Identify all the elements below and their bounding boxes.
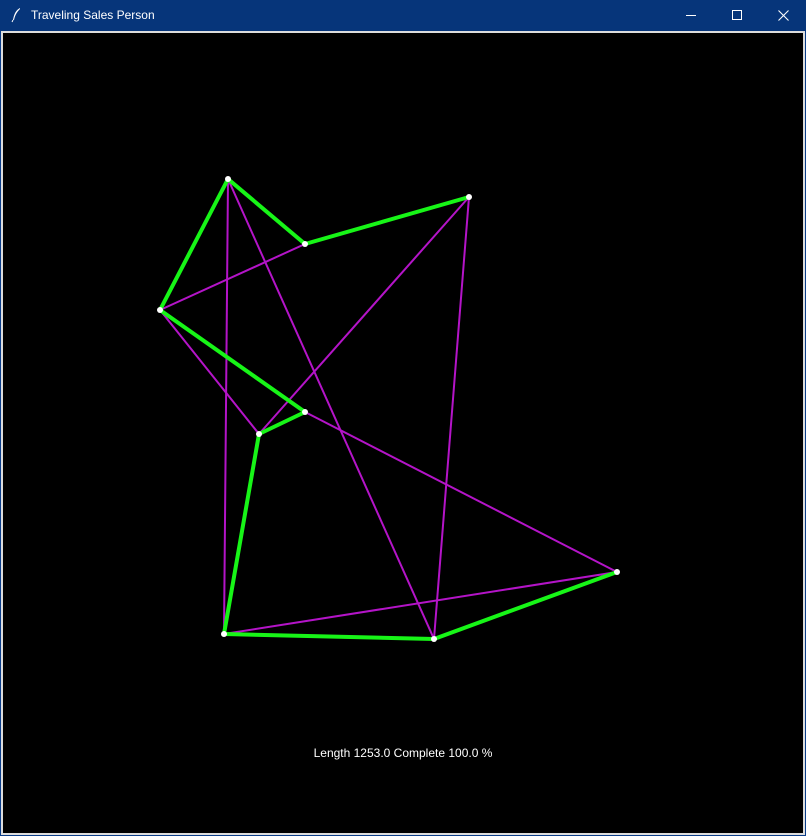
candidate-edge — [258, 196, 470, 435]
city-point — [302, 409, 308, 415]
city-point — [157, 307, 163, 313]
tour-edge — [222, 432, 261, 636]
minimize-icon — [685, 10, 697, 21]
cities — [157, 176, 620, 642]
best-tour — [158, 177, 619, 641]
city-point — [221, 631, 227, 637]
tour-edge — [158, 308, 307, 414]
close-icon — [777, 10, 789, 21]
candidate-edge — [433, 196, 470, 640]
candidate-edge — [223, 571, 618, 635]
city-point — [614, 569, 620, 575]
maximize-button[interactable] — [714, 0, 760, 31]
city-point — [431, 636, 437, 642]
title-bar[interactable]: Traveling Sales Person — [0, 0, 806, 31]
minimize-button[interactable] — [668, 0, 714, 31]
status-label: Length 1253.0 Complete 100.0 % — [313, 746, 493, 760]
feather-icon[interactable] — [10, 7, 24, 23]
city-point — [302, 241, 308, 247]
tour-edge — [222, 632, 436, 641]
candidate-edge — [223, 178, 229, 635]
tour-canvas[interactable]: Length 1253.0 Complete 100.0 % — [1, 31, 805, 835]
close-button[interactable] — [760, 0, 806, 31]
city-point — [466, 194, 472, 200]
tour-edge — [226, 177, 307, 246]
window-title: Traveling Sales Person — [31, 8, 155, 22]
candidate-edges — [159, 178, 618, 640]
candidate-edge — [159, 309, 260, 435]
city-point — [225, 176, 231, 182]
candidate-edge — [159, 243, 306, 311]
tour-edge — [432, 570, 619, 641]
city-point — [256, 431, 262, 437]
tour-edge — [257, 410, 307, 436]
tour-edge — [303, 195, 471, 246]
tour-edge — [158, 177, 230, 312]
tour-drawing — [157, 176, 620, 642]
maximize-icon — [731, 10, 743, 21]
candidate-edge — [304, 411, 618, 573]
candidate-edge — [227, 178, 435, 640]
